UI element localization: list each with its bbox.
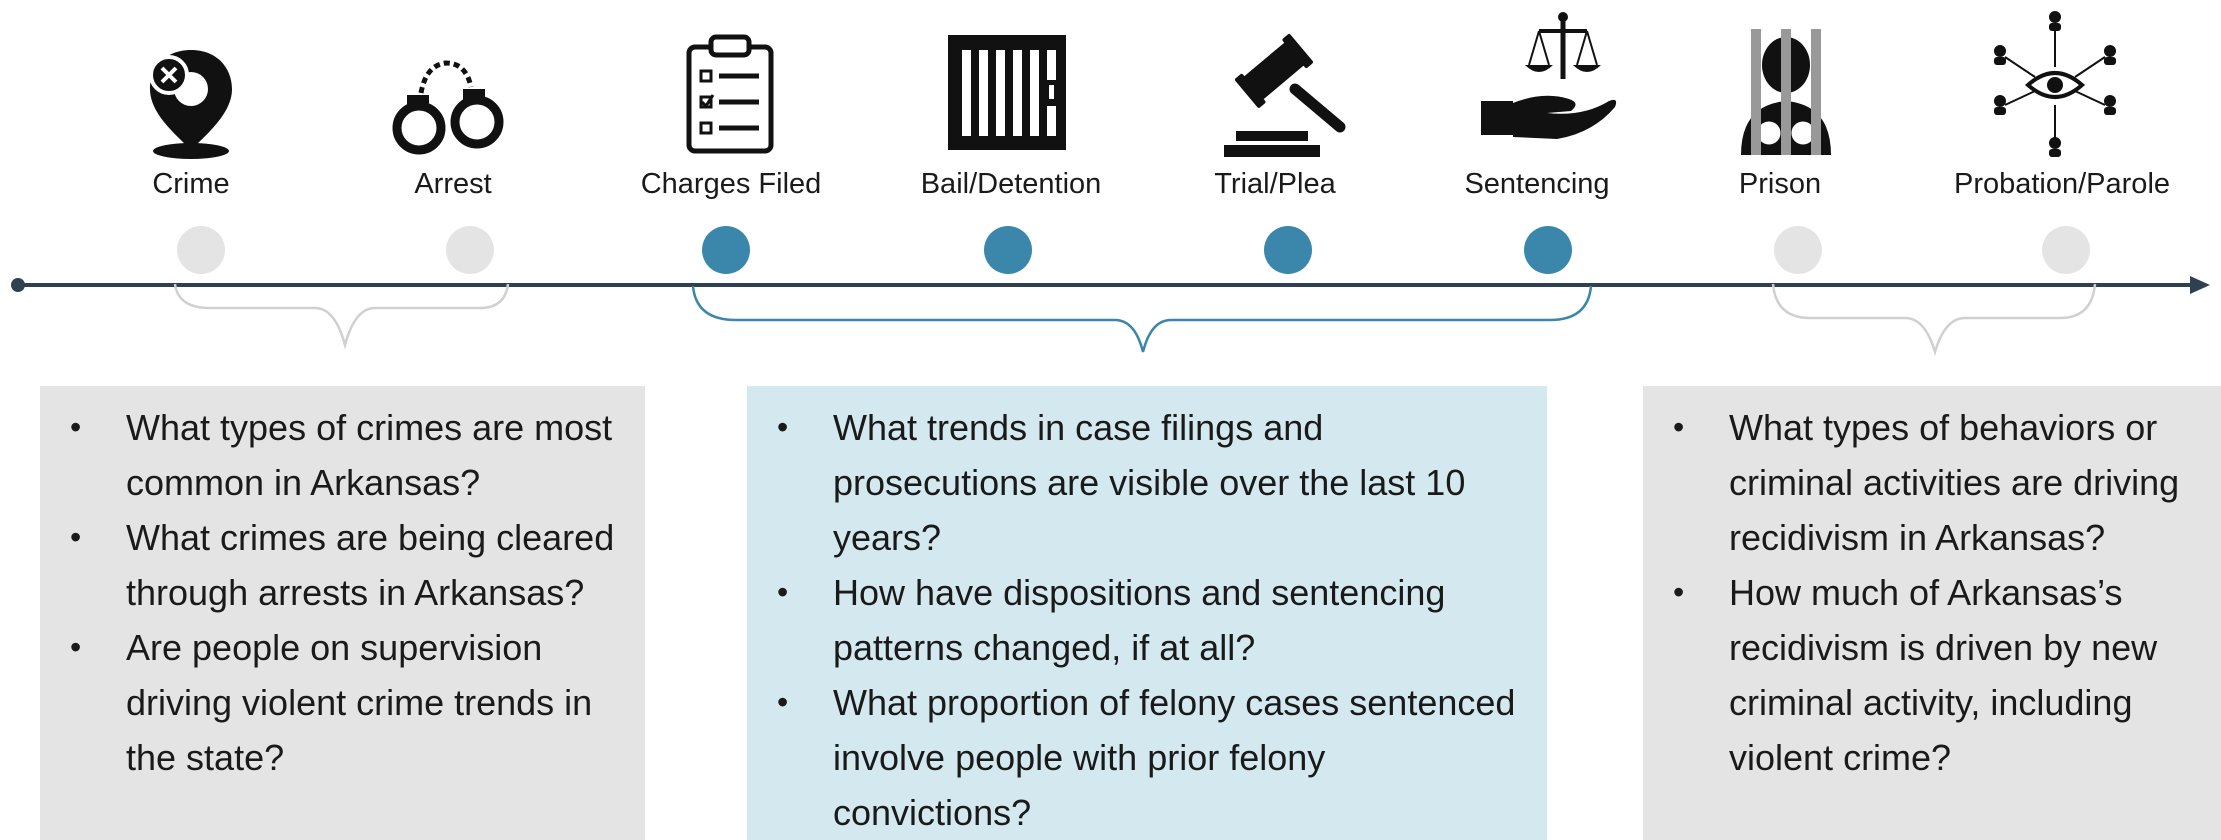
question-item: How much of Arkansas’s recidivism is dri…	[1673, 565, 2201, 785]
question-item: What crimes are being cleared through ar…	[70, 510, 625, 620]
question-box-right: What types of behaviors or criminal acti…	[1643, 386, 2221, 840]
stage-dot-prison	[1774, 226, 1822, 274]
stage-label-probation-parole: Probation/Parole	[1953, 168, 2171, 200]
question-item: What types of crimes are most common in …	[70, 400, 625, 510]
question-list-left: What types of crimes are most common in …	[70, 400, 625, 785]
question-list-right: What types of behaviors or criminal acti…	[1673, 400, 2201, 785]
stage-label-bail-detention: Bail/Detention	[920, 168, 1102, 200]
jail-cell-icon	[932, 5, 1082, 160]
timeline-arrowhead	[2190, 276, 2210, 294]
stage-label-prison: Prison	[1738, 168, 1822, 200]
timeline-start-dot	[11, 278, 25, 292]
question-box-left: What types of crimes are most common in …	[40, 386, 645, 840]
question-item: What types of behaviors or criminal acti…	[1673, 400, 2201, 565]
stage-dot-charges-filed	[702, 226, 750, 274]
clipboard-checklist-icon	[655, 5, 805, 160]
right-brace	[1771, 283, 2097, 357]
stage-label-charges-filed: Charges Filed	[640, 168, 822, 200]
timeline-axis	[11, 276, 2210, 357]
stage-dot-sentencing	[1524, 226, 1572, 274]
stage-label-trial-plea: Trial/Plea	[1214, 168, 1336, 200]
scales-hand-icon	[1473, 5, 1623, 160]
gavel-icon	[1210, 5, 1360, 160]
question-item: How have dispositions and sentencing pat…	[777, 565, 1527, 675]
question-item: Are people on supervision driving violen…	[70, 620, 625, 785]
question-list-middle: What trends in case filings and prosecut…	[777, 400, 1527, 840]
map-pin-x-icon	[116, 5, 266, 160]
prisoner-bars-icon	[1711, 5, 1861, 160]
stage-dot-probation-parole	[2042, 226, 2090, 274]
stage-dot-bail-detention	[984, 226, 1032, 274]
question-item: What proportion of felony cases sentence…	[777, 675, 1527, 840]
handcuffs-icon	[371, 5, 521, 160]
question-item: What trends in case filings and prosecut…	[777, 400, 1527, 565]
stage-label-crime: Crime	[152, 168, 230, 200]
middle-brace	[691, 285, 1593, 353]
stage-label-sentencing: Sentencing	[1464, 168, 1610, 200]
stage-dot-arrest	[446, 226, 494, 274]
question-box-middle: What trends in case filings and prosecut…	[747, 386, 1547, 840]
stage-dot-trial-plea	[1264, 226, 1312, 274]
stage-label-arrest: Arrest	[414, 168, 492, 200]
supervision-eye-network-icon	[1980, 5, 2130, 160]
left-brace	[173, 283, 510, 350]
stage-dot-crime	[177, 226, 225, 274]
